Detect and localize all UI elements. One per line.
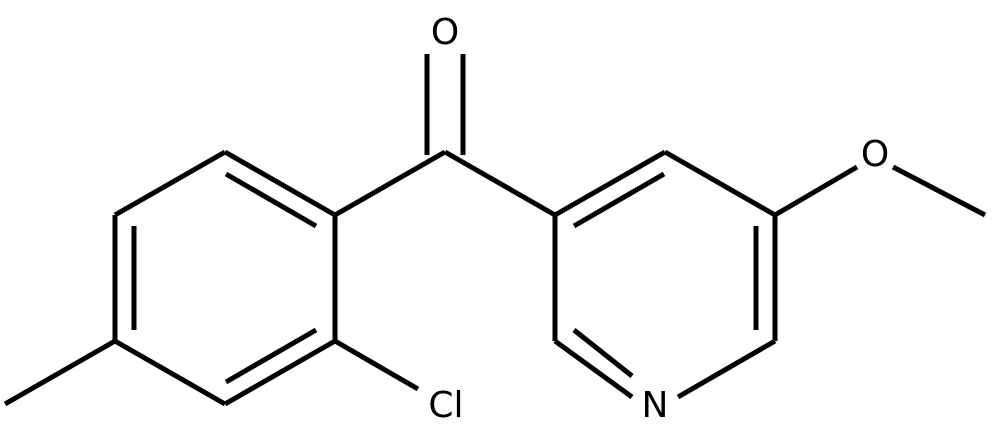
bond-methyl <box>3 338 117 407</box>
bond-carbonyl-to-phenyl <box>333 149 447 218</box>
bond-phenyl-1 <box>223 149 337 218</box>
bond-methoxy-o <box>773 164 859 218</box>
bond-pyridine-1-inner <box>572 171 666 229</box>
bond-phenyl-5-inner <box>224 327 318 385</box>
bond-pyridine-2 <box>663 149 777 218</box>
bond-methoxy-ch3 <box>891 164 987 218</box>
bond-pyridine-1 <box>553 149 667 218</box>
bond-pyridine-4 <box>676 338 777 400</box>
bond-phenyl-4 <box>113 338 227 407</box>
bond-pyridine-5-inner <box>572 328 634 378</box>
bond-pyridine-5 <box>553 338 634 400</box>
atom-label-carbonyl-oxygen: O <box>431 12 459 53</box>
atom-label-methoxy-oxygen: O <box>861 134 889 175</box>
bond-phenyl-1-inner <box>224 171 318 229</box>
bond-carbonyl-to-pyridine <box>443 149 557 218</box>
bond-phenyl-5 <box>223 338 337 407</box>
bond-chloro <box>333 338 420 392</box>
atom-label-nitrogen: N <box>642 385 669 426</box>
bond-phenyl-2 <box>113 149 227 218</box>
atom-label-chlorine: Cl <box>428 385 463 426</box>
